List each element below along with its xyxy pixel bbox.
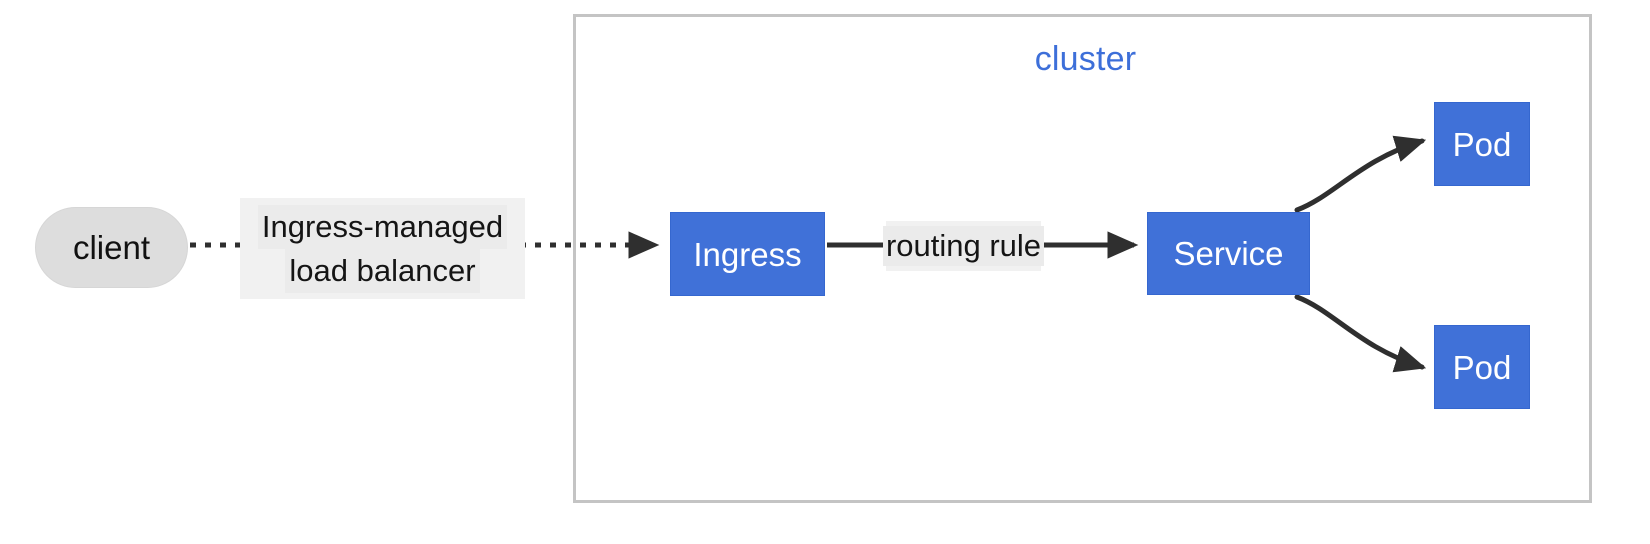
edge-label-routing-rule-text: routing rule (882, 226, 1045, 266)
node-client[interactable]: client (35, 207, 188, 288)
edge-label-line-1: Ingress-managed (257, 204, 508, 249)
node-service[interactable]: Service (1147, 212, 1310, 295)
edge-label-ingress-managed-load-balancer: Ingress-managed load balancer (240, 198, 525, 299)
edge-label-line-2: load balancer (285, 248, 480, 293)
cluster-label: cluster (1034, 40, 1137, 78)
edge-label-routing-rule: routing rule (882, 221, 1045, 271)
node-pod-bottom[interactable]: Pod (1434, 325, 1530, 409)
node-ingress[interactable]: Ingress (670, 212, 825, 296)
node-pod-top[interactable]: Pod (1434, 102, 1530, 186)
